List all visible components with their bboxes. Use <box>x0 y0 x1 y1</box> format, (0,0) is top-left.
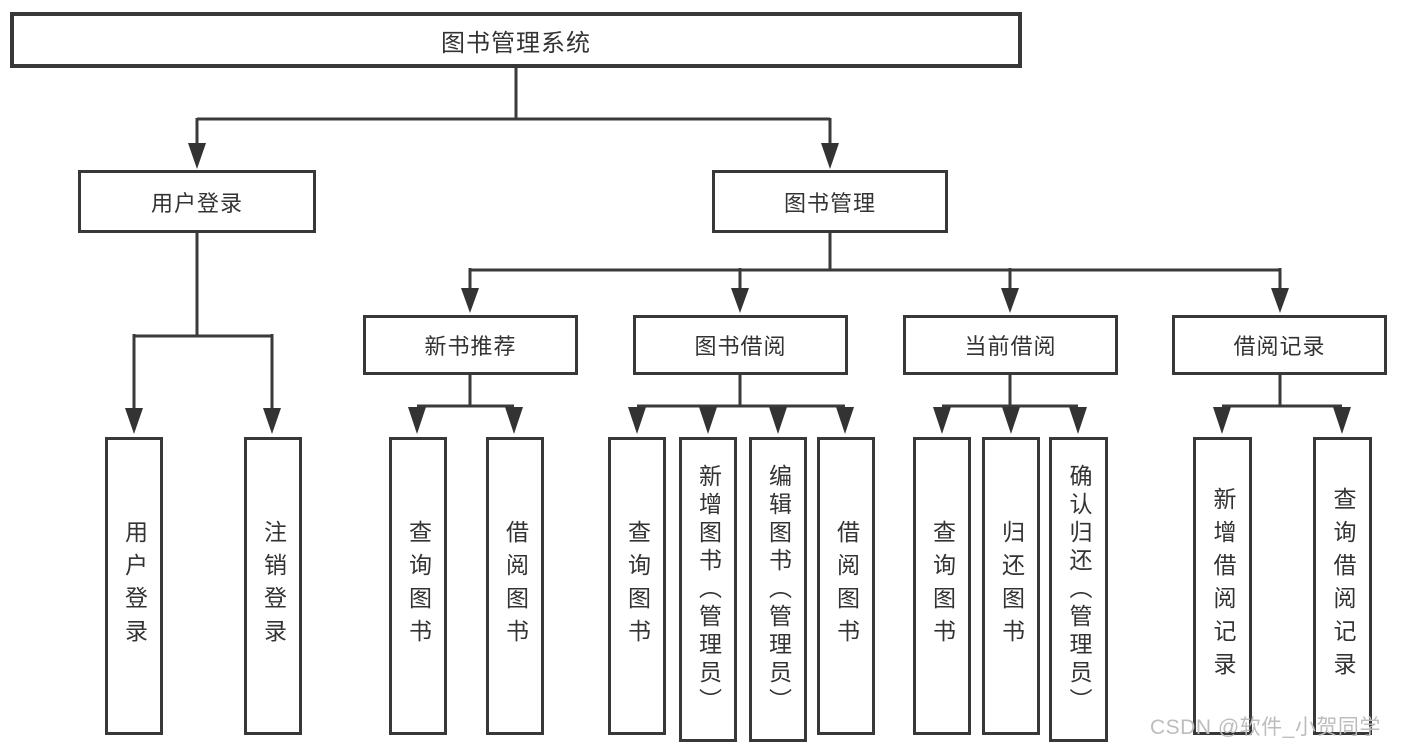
node-new-book-recommend: 新书推荐 <box>363 315 578 375</box>
node-book-borrowing: 图书借阅 <box>633 315 848 375</box>
node-current-borrowing-label: 当前借阅 <box>964 334 1057 359</box>
leaf-query-book-borrowing: 查询图书 <box>608 437 666 735</box>
node-book-borrowing-label: 图书借阅 <box>694 334 787 359</box>
leaf-add-borrow-record-label: 新增借阅记录 <box>1210 487 1236 685</box>
leaf-add-borrow-record: 新增借阅记录 <box>1193 437 1252 735</box>
leaf-query-book-recommend-label: 查询图书 <box>405 520 432 652</box>
leaf-borrow-book-recommend-label: 借阅图书 <box>502 520 529 652</box>
leaf-user-login-label: 用户登录 <box>121 520 148 652</box>
leaf-borrow-book-label: 借阅图书 <box>833 520 860 652</box>
leaf-add-book-admin-label: 新增图书（管理员） <box>695 463 722 716</box>
leaf-borrow-book-recommend: 借阅图书 <box>486 437 544 735</box>
leaf-add-book-admin: 新增图书（管理员） <box>679 437 737 742</box>
node-root-label: 图书管理系统 <box>441 29 591 57</box>
leaf-confirm-return-admin-label: 确认归还（管理员） <box>1066 463 1092 716</box>
node-root-system: 图书管理系统 <box>10 12 1022 68</box>
leaf-query-borrow-record: 查询借阅记录 <box>1313 437 1372 735</box>
node-borrowing-records-label: 借阅记录 <box>1233 334 1326 359</box>
leaf-return-book: 归还图书 <box>982 437 1040 735</box>
node-book-management: 图书管理 <box>712 170 948 233</box>
node-user-login: 用户登录 <box>78 170 316 233</box>
node-book-management-label: 图书管理 <box>783 190 876 216</box>
node-user-login-label: 用户登录 <box>150 190 243 216</box>
leaf-edit-book-admin-label: 编辑图书（管理员） <box>765 463 792 716</box>
leaf-query-book-current: 查询图书 <box>913 437 971 735</box>
node-current-borrowing: 当前借阅 <box>903 315 1118 375</box>
leaf-confirm-return-admin: 确认归还（管理员） <box>1049 437 1108 742</box>
leaf-query-borrow-record-label: 查询借阅记录 <box>1330 487 1356 685</box>
leaf-query-book-current-label: 查询图书 <box>929 520 956 652</box>
leaf-query-book-borrowing-label: 查询图书 <box>624 520 651 652</box>
arrowhead-group <box>125 143 1351 434</box>
node-new-book-recommend-label: 新书推荐 <box>424 334 517 359</box>
leaf-logout: 注销登录 <box>244 437 302 735</box>
leaf-borrow-book: 借阅图书 <box>817 437 875 735</box>
leaf-logout-label: 注销登录 <box>260 520 287 652</box>
leaf-return-book-label: 归还图书 <box>998 520 1025 652</box>
leaf-user-login: 用户登录 <box>105 437 163 735</box>
node-borrowing-records: 借阅记录 <box>1172 315 1387 375</box>
leaf-edit-book-admin: 编辑图书（管理员） <box>749 437 807 742</box>
csdn-watermark: CSDN @软件_小贺同学 <box>1150 716 1381 739</box>
leaf-query-book-recommend: 查询图书 <box>389 437 447 735</box>
